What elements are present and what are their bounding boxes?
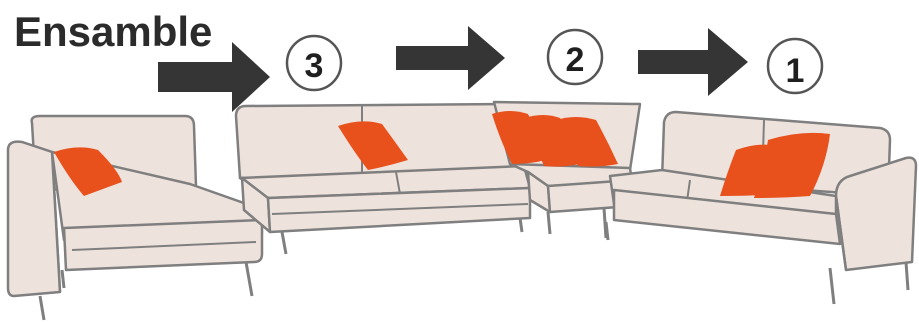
sofa-module-right [606, 112, 916, 304]
arrow-right-icon [158, 42, 270, 112]
arrow-right-icon [638, 28, 748, 96]
step-marker-1: 1 [768, 39, 822, 93]
sofa-module-chaise [8, 116, 262, 320]
step-number: 1 [786, 52, 805, 90]
step-marker-3: 3 [287, 36, 341, 90]
step-number: 2 [566, 41, 585, 79]
step-number: 3 [305, 47, 324, 85]
step-marker-2: 2 [548, 30, 602, 84]
arrow-right-icon [396, 26, 505, 90]
